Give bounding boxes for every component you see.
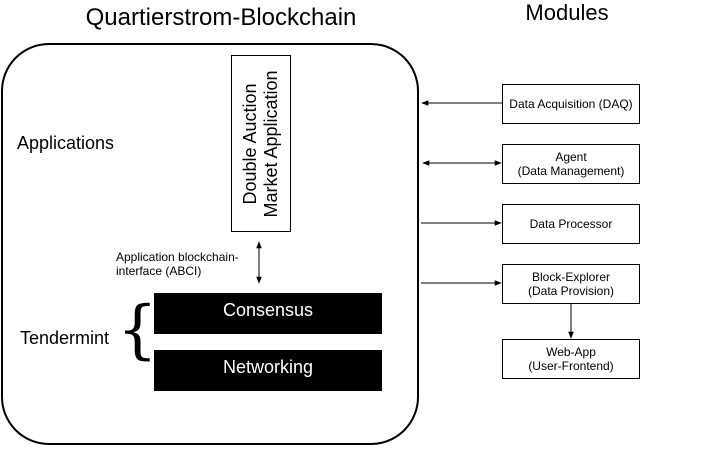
tendermint-label: Tendermint [20, 328, 110, 348]
abci-label-line2: interface (ABCI) [116, 264, 202, 278]
module-agent-line2: (Data Management) [517, 164, 625, 178]
module-block-explorer-line2: (Data Provision) [527, 284, 615, 298]
module-daq-line1: Data Acquisition (DAQ) [509, 97, 633, 111]
module-web-app-box: Web-App (User-Frontend) [502, 339, 640, 379]
module-data-processor-box: Data Processor [502, 204, 640, 244]
abci-label: Application blockchain- interface (ABCI) [116, 250, 239, 278]
applications-label: Applications [17, 133, 115, 153]
abci-label-line1: Application blockchain- [116, 250, 239, 264]
module-block-explorer-box: Block-Explorer (Data Provision) [502, 264, 640, 304]
modules-title: Modules [525, 0, 609, 25]
module-agent-line1: Agent [555, 150, 587, 164]
module-web-app-line1: Web-App [546, 345, 596, 359]
module-web-app-line2: (User-Frontend) [528, 359, 614, 373]
module-daq-box: Data Acquisition (DAQ) [502, 84, 640, 124]
module-block-explorer-line1: Block-Explorer [531, 270, 611, 284]
double-auction-app-box: Double Auction Market Application [231, 55, 291, 232]
consensus-box: Consensus [154, 293, 382, 334]
blockchain-container [1, 43, 419, 445]
networking-box: Networking [154, 350, 382, 391]
blockchain-title: Quartierstrom-Blockchain [85, 4, 357, 31]
tendermint-brace: { [117, 293, 158, 367]
module-data-processor-line1: Data Processor [529, 217, 613, 231]
module-agent-box: Agent (Data Management) [502, 144, 640, 184]
